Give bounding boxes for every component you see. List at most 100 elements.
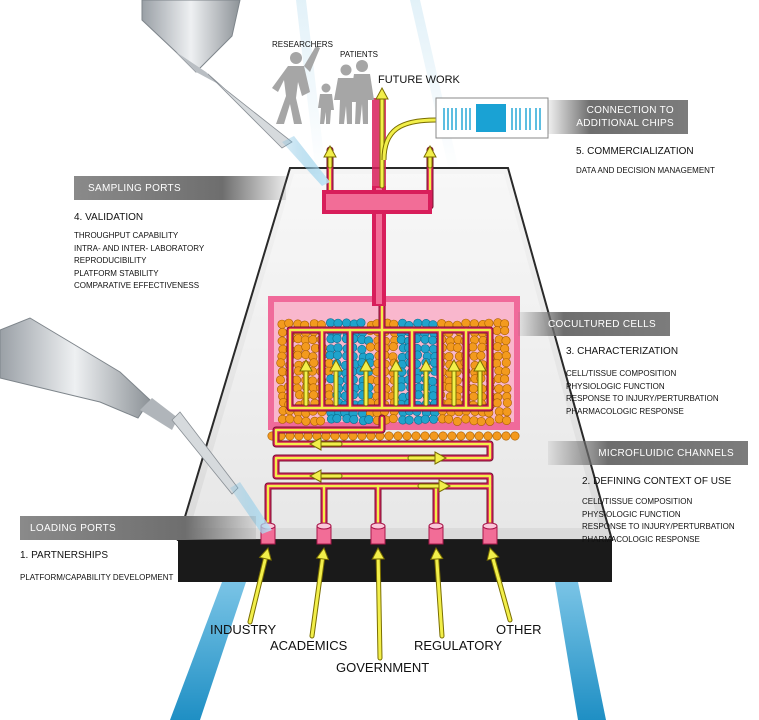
orange-cell <box>483 431 493 441</box>
step2-list: CELL/TISSUE COMPOSITION PHYSIOLOGIC FUNC… <box>582 496 735 546</box>
orange-cell <box>429 431 439 441</box>
connection-line1: CONNECTION TO <box>586 105 674 116</box>
orange-cell <box>461 414 471 424</box>
future-work-arrow <box>375 86 389 189</box>
stakeholder-industry: INDUSTRY <box>210 622 277 637</box>
step4-title: 4. VALIDATION <box>74 212 144 223</box>
industry-arrow <box>247 546 272 625</box>
orange-cell <box>438 431 448 441</box>
orange-cell <box>502 398 512 408</box>
sampling-ports-banner: SAMPLING PORTS <box>74 176 286 200</box>
orange-cell <box>492 431 502 441</box>
orange-cell <box>476 351 486 361</box>
blue-cell <box>420 344 430 354</box>
step3-item: CELL/TISSUE COMPOSITION <box>566 369 677 378</box>
orange-cell <box>452 343 462 353</box>
flow-arrow <box>473 358 487 407</box>
blue-cell <box>333 318 343 328</box>
flow-arrow <box>299 358 313 407</box>
orange-cell <box>500 374 510 384</box>
loading-port <box>370 522 386 545</box>
blue-cell <box>429 414 439 424</box>
orange-cell <box>316 416 326 426</box>
blue-cell <box>349 414 359 424</box>
channel-arrow <box>308 437 343 451</box>
orange-cell <box>465 431 475 441</box>
blue-cell <box>357 344 367 354</box>
orange-cell <box>308 335 318 345</box>
step3-item: PHARMACOLOGIC RESPONSE <box>566 406 684 416</box>
orange-cell <box>393 431 403 441</box>
loading-ports-banner: LOADING PORTS <box>20 516 256 540</box>
flow-arrow <box>329 358 343 407</box>
orange-cell <box>301 416 311 426</box>
orange-cell <box>492 326 502 336</box>
additional-chip <box>435 97 549 139</box>
orange-cell <box>447 431 457 441</box>
step4-list: THROUGHPUT CAPABILITY INTRA- AND INTER- … <box>74 230 204 293</box>
pipette-top <box>141 0 330 186</box>
step5-title: 5. COMMERCIALIZATION <box>576 146 694 157</box>
light-beam-left <box>170 582 246 720</box>
step2-title: 2. DEFINING CONTEXT OF USE <box>582 476 732 487</box>
orange-cell <box>501 358 511 368</box>
orange-cell <box>501 336 511 346</box>
orange-cell <box>384 431 394 441</box>
step3-list: CELL/TISSUE COMPOSITION PHYSIOLOGIC FUNC… <box>566 368 719 418</box>
step2-item: PHYSIOLOGIC FUNCTION <box>582 509 681 519</box>
blue-cell <box>396 335 406 345</box>
channel-arrow <box>308 469 343 483</box>
step3-item: PHYSIOLOGIC FUNCTION <box>566 381 665 391</box>
stakeholder-arrows <box>247 546 513 661</box>
step4-item: COMPARATIVE EFFECTIVENESS <box>74 281 200 290</box>
orange-cell <box>301 342 311 352</box>
output-arrow-right <box>423 144 437 169</box>
regulatory-arrow <box>429 546 445 639</box>
orange-cell <box>275 375 285 385</box>
blue-cell <box>420 334 430 344</box>
blue-cell <box>420 414 430 424</box>
orange-cell <box>484 318 494 328</box>
orange-cell <box>277 327 287 337</box>
orange-cell <box>477 342 487 352</box>
orange-cell <box>468 342 478 352</box>
orange-cell <box>501 431 511 441</box>
stakeholder-regulatory: REGULATORY <box>414 638 503 653</box>
blue-cell <box>428 391 438 401</box>
orange-cell <box>476 416 486 426</box>
orange-cell <box>469 416 479 426</box>
flow-arrow <box>447 358 461 407</box>
orange-cell <box>452 416 462 426</box>
orange-cell <box>292 375 302 385</box>
orange-cell <box>502 407 512 417</box>
step4-item: REPRODUCIBILITY <box>74 256 147 265</box>
loading-port <box>316 522 332 545</box>
orange-cell <box>411 431 421 441</box>
orange-cell <box>284 318 294 328</box>
microfluidic-channels-banner: MICROFLUIDIC CHANNELS <box>548 441 748 465</box>
orange-cell <box>388 342 398 352</box>
blue-cell <box>332 413 342 423</box>
step1-title: 1. PARTNERSHIPS <box>20 550 108 561</box>
blue-cell <box>325 318 335 328</box>
blue-cell <box>404 415 414 425</box>
orange-cell <box>502 384 512 394</box>
researchers-label: RESEARCHERS <box>272 40 333 49</box>
output-arrows <box>299 86 487 493</box>
flow-arrow <box>419 358 433 407</box>
flow-arrow <box>359 358 373 407</box>
orange-cell <box>293 415 303 425</box>
orange-cell <box>469 391 479 401</box>
patients-label: PATIENTS <box>340 50 378 59</box>
step3-item: RESPONSE TO INJURY/PERTURBATION <box>566 394 719 403</box>
people-silhouettes <box>272 46 374 124</box>
blue-cell <box>428 344 438 354</box>
other-arrow <box>486 546 513 623</box>
stakeholder-other: OTHER <box>496 622 542 637</box>
orange-cell <box>493 351 503 361</box>
step4-item: THROUGHPUT CAPABILITY <box>74 231 179 240</box>
connection-arrow <box>381 117 437 161</box>
orange-cell <box>365 342 375 352</box>
output-arrow-left <box>323 144 337 169</box>
